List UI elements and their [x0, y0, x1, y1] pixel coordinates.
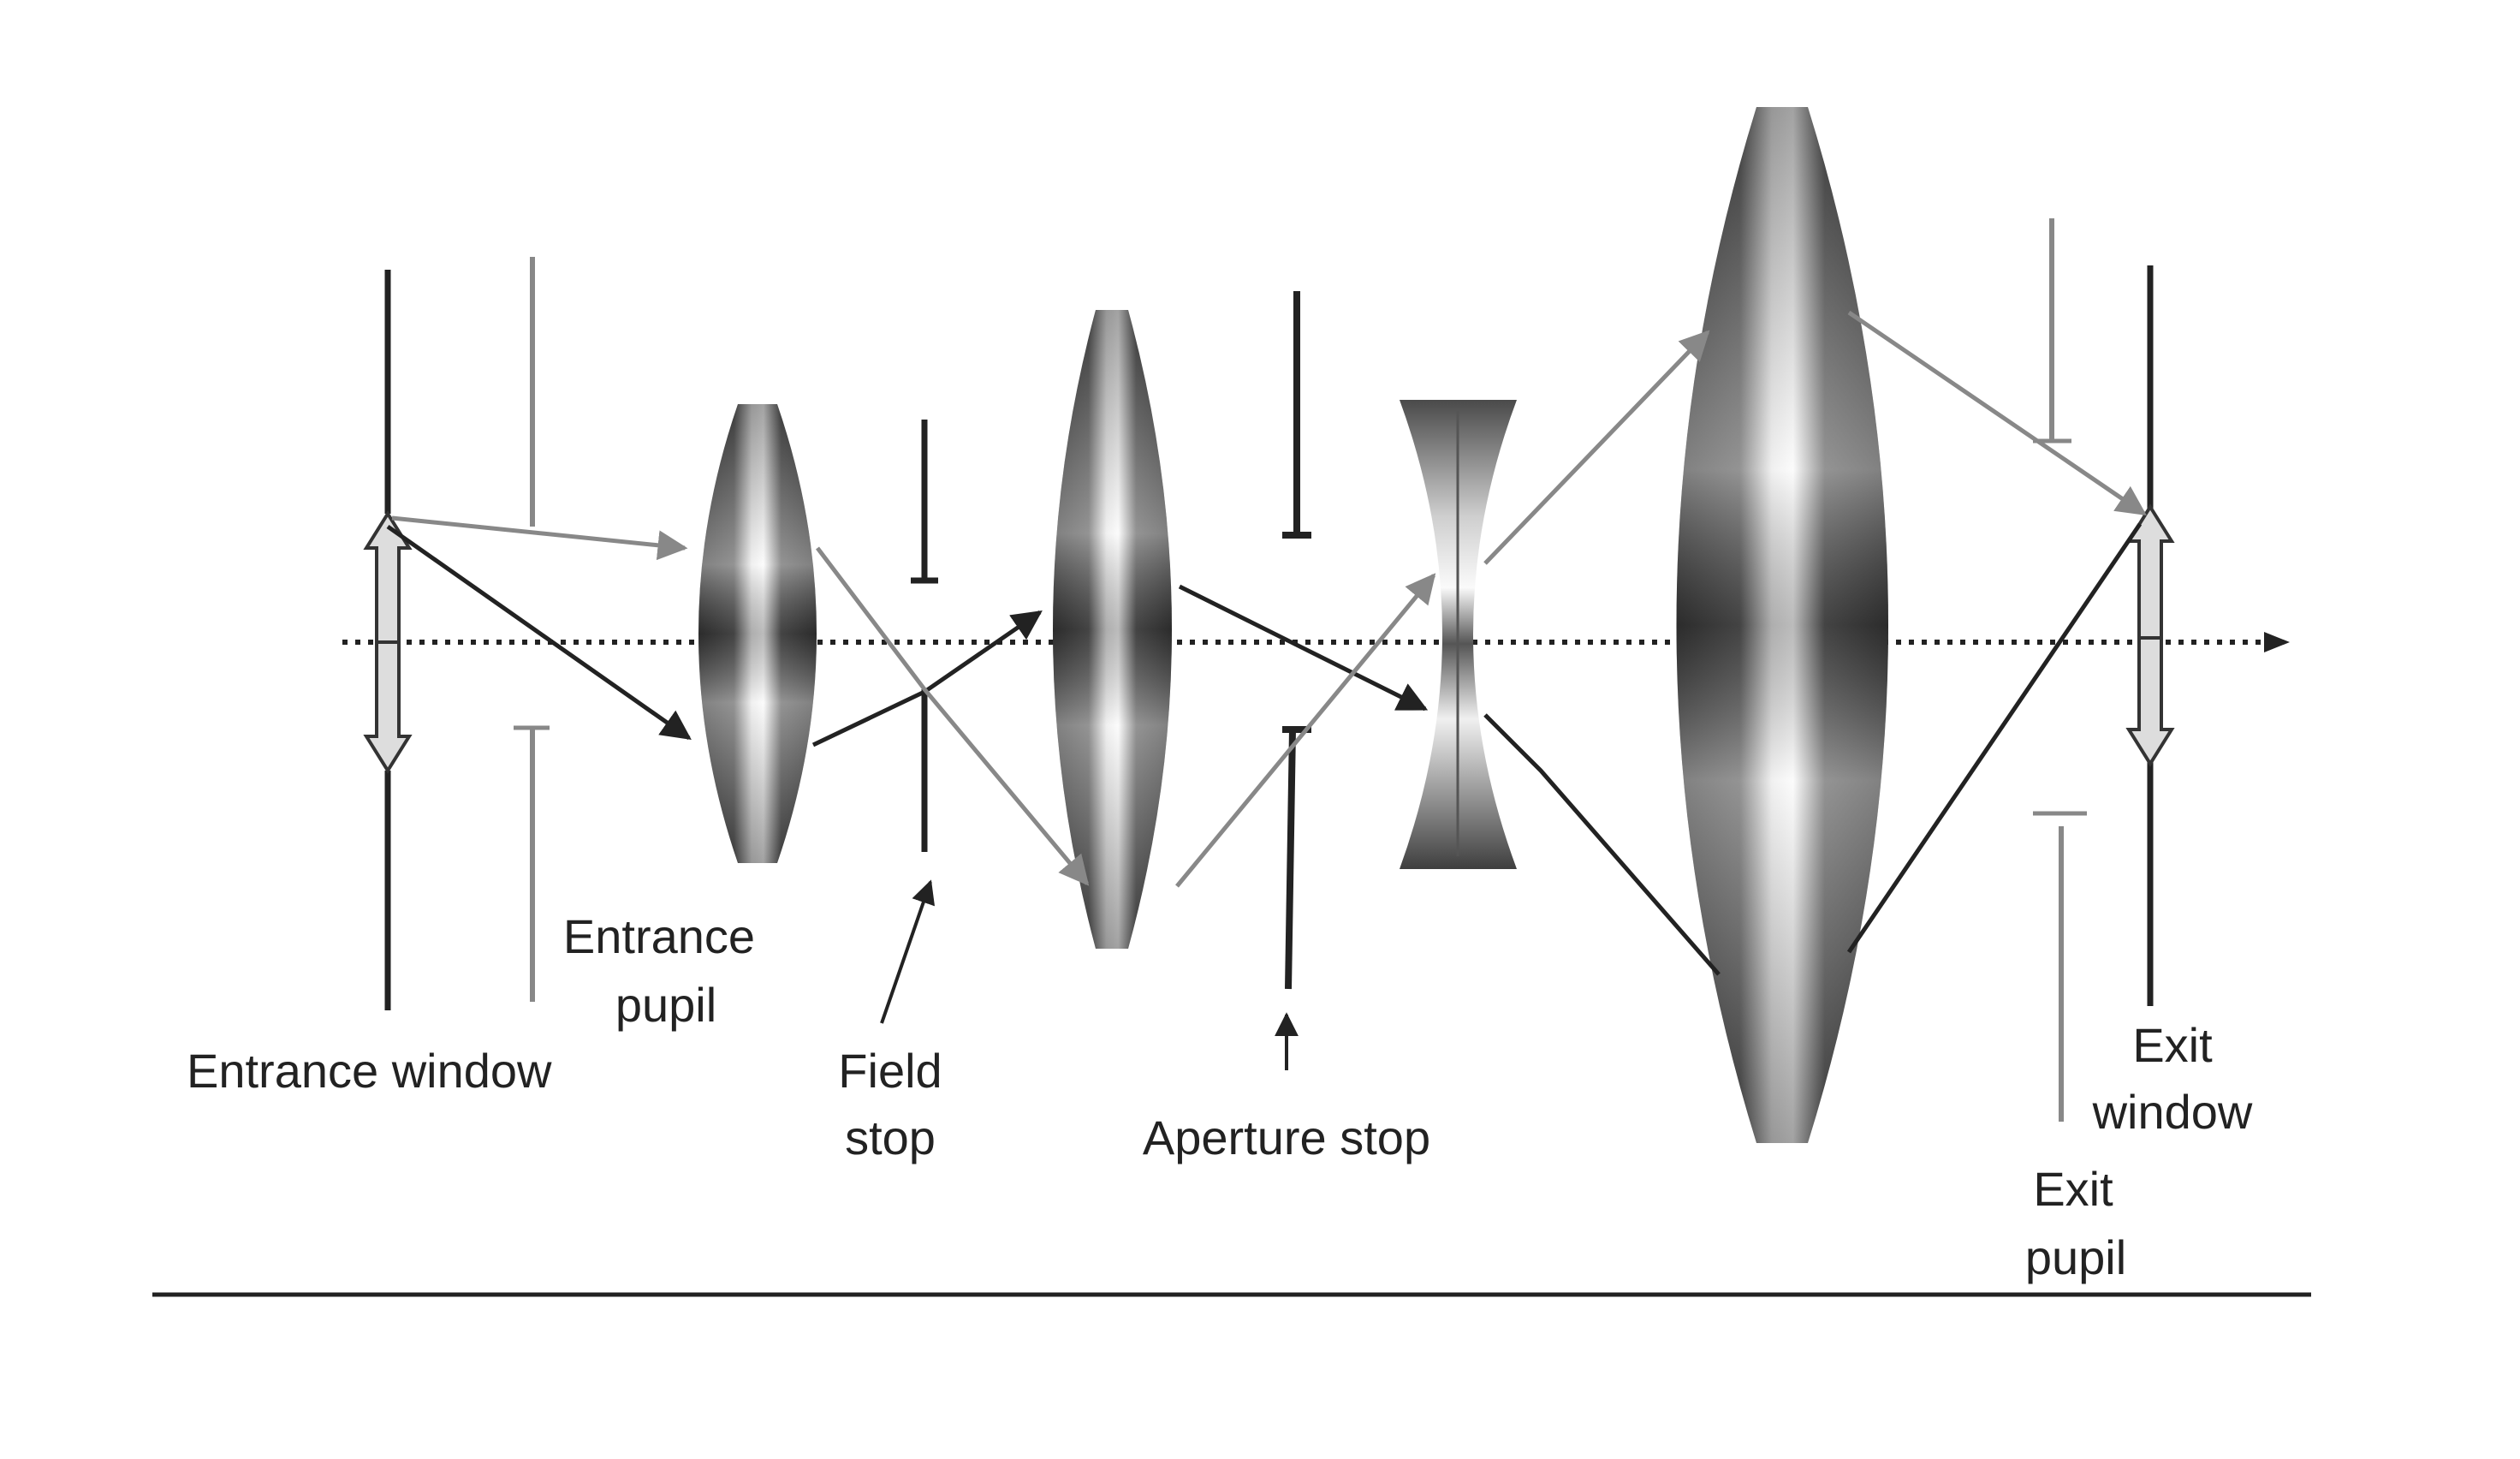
field-stop	[911, 420, 938, 852]
label-entrance-pupil-line2: pupil	[615, 978, 716, 1032]
lens-2	[1053, 310, 1172, 949]
label-entrance-pupil-line1: Entrance	[563, 909, 755, 963]
image-arrow	[2125, 503, 2175, 767]
label-exit-window-line2: window	[2092, 1085, 2253, 1139]
object-arrow	[363, 510, 413, 774]
label-aperture-stop: Aperture stop	[1143, 1111, 1430, 1164]
entrance-pupil-stop	[514, 257, 550, 1002]
label-field-stop-line2: stop	[845, 1111, 936, 1164]
lens-3-negative	[1400, 400, 1517, 869]
optical-axis	[342, 632, 2290, 652]
label-exit-pupil-line2: pupil	[2025, 1230, 2126, 1284]
label-field-stop-line1: Field	[838, 1044, 942, 1098]
label-exit-window-line1: Exit	[2132, 1018, 2213, 1072]
field-stop-pointer	[880, 879, 936, 1024]
label-exit-pupil-line1: Exit	[2033, 1162, 2113, 1216]
label-entrance-window: Entrance window	[187, 1044, 552, 1098]
lens-4	[1676, 107, 1888, 1143]
marginal-ray	[391, 310, 2147, 888]
exit-pupil-stop	[2033, 218, 2087, 1122]
lens-1	[698, 404, 817, 863]
